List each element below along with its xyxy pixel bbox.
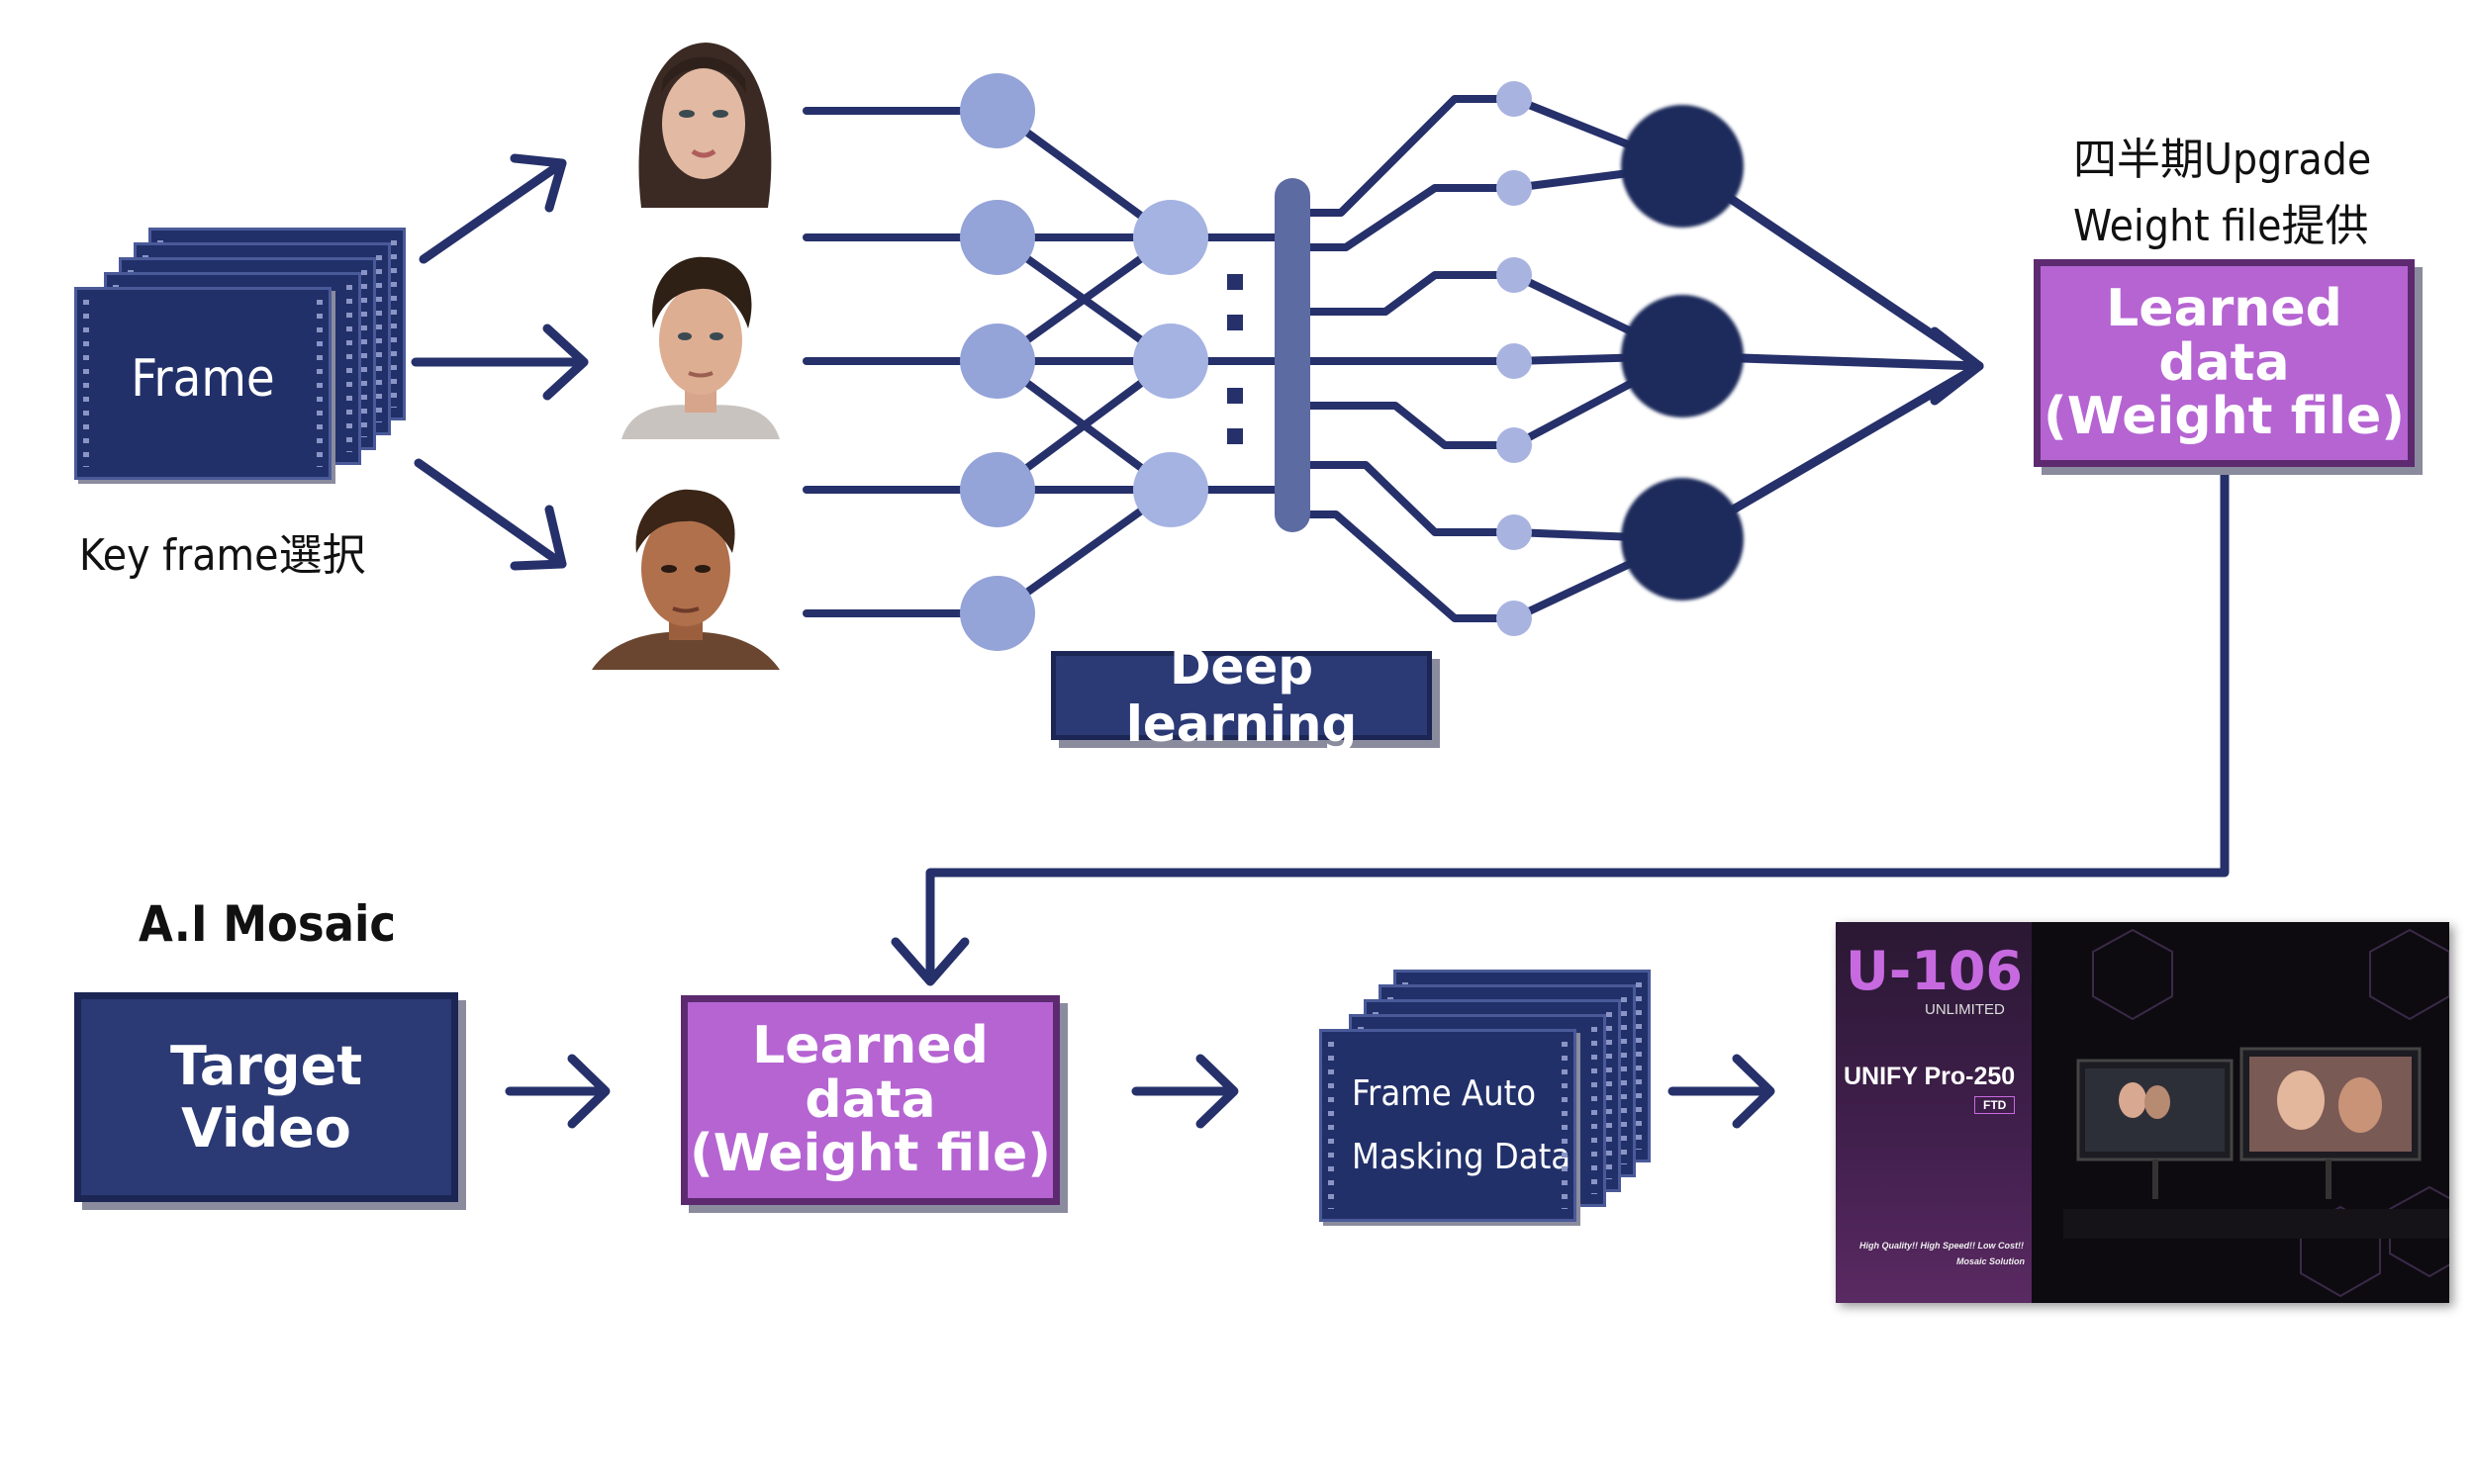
hidden-node bbox=[1133, 324, 1208, 399]
small-node bbox=[1496, 81, 1532, 117]
input-node bbox=[960, 324, 1035, 399]
deep-learning-label: Deep learning bbox=[1051, 638, 1432, 753]
learned-data-top-line2: (Weight file) bbox=[2044, 387, 2405, 447]
ellipsis-dots bbox=[1227, 274, 1243, 444]
input-node bbox=[960, 73, 1035, 148]
output-node bbox=[1621, 105, 1744, 228]
learned-data-top-line1: Learned data bbox=[2106, 279, 2342, 393]
input-node bbox=[960, 200, 1035, 275]
face-image-1 bbox=[621, 35, 785, 208]
hidden-node bbox=[1133, 200, 1208, 275]
weight-file-feedback-arrow bbox=[891, 468, 2230, 986]
product-tagline-1: High Quality!! High Speed!! Low Cost!! bbox=[1859, 1241, 2024, 1251]
hidden-layer bbox=[1133, 200, 1208, 527]
small-node bbox=[1496, 170, 1532, 206]
learned-data-bottom-line2: (Weight file) bbox=[690, 1124, 1051, 1184]
face-image-2 bbox=[621, 249, 780, 439]
ai-mosaic-title: A.I Mosaic bbox=[139, 895, 397, 953]
upgrade-label-line1: 四半期Upgrade bbox=[2073, 135, 2372, 185]
arrow-masking-to-product bbox=[1667, 1054, 1775, 1129]
learned-data-top: Learned data (Weight file) bbox=[2034, 259, 2415, 467]
hidden-node bbox=[1133, 452, 1208, 527]
frame-card: Frame bbox=[74, 287, 332, 480]
product-background bbox=[2063, 928, 2449, 1298]
key-frame-label: Key frame選択 bbox=[79, 530, 366, 581]
product-image: U-106 UNLIMITED UNIFY Pro-250 FTD High Q… bbox=[1836, 922, 2449, 1303]
small-node bbox=[1496, 601, 1532, 636]
arrow-to-face-1 bbox=[419, 153, 567, 264]
output-layer bbox=[1621, 105, 1744, 601]
product-tagline-2: Mosaic Solution bbox=[1956, 1256, 2026, 1266]
arrow-to-face-2 bbox=[411, 324, 589, 401]
small-node-layer bbox=[1496, 81, 1532, 636]
learned-data-bottom: Learned data (Weight file) bbox=[681, 995, 1060, 1205]
learned-data-bottom-line1: Learned data bbox=[752, 1016, 989, 1130]
product-brand-sub: UNLIMITED bbox=[1925, 1001, 2005, 1018]
face-image-3 bbox=[592, 482, 780, 670]
small-node bbox=[1496, 514, 1532, 550]
arrow-target-to-learned bbox=[505, 1054, 611, 1129]
input-node bbox=[960, 576, 1035, 651]
target-video-box: Target Video bbox=[74, 992, 458, 1202]
small-node bbox=[1496, 427, 1532, 463]
arrow-learned-to-masking bbox=[1131, 1054, 1239, 1129]
masking-label-line2: Masking Data bbox=[1352, 1137, 1571, 1177]
input-layer bbox=[960, 73, 1035, 651]
bus-bar bbox=[1275, 178, 1310, 532]
small-node bbox=[1496, 343, 1532, 379]
small-node bbox=[1496, 257, 1532, 293]
upgrade-label-line2: Weight file提供 bbox=[2073, 201, 2369, 251]
bus-connections bbox=[1292, 95, 1518, 622]
input-node bbox=[960, 452, 1035, 527]
frame-label: Frame bbox=[131, 349, 275, 409]
product-brand: U-106 bbox=[1846, 940, 2023, 1002]
product-model: UNIFY Pro-250 bbox=[1844, 1063, 2016, 1090]
product-badge: FTD bbox=[1974, 1096, 2016, 1114]
product-brand-panel bbox=[1836, 922, 2032, 1303]
masking-label-line1: Frame Auto bbox=[1352, 1073, 1537, 1114]
output-node bbox=[1621, 478, 1744, 601]
masking-card-front: Frame Auto Masking Data bbox=[1319, 1029, 1576, 1222]
output-node bbox=[1621, 295, 1744, 417]
arrow-to-face-3 bbox=[414, 458, 567, 571]
